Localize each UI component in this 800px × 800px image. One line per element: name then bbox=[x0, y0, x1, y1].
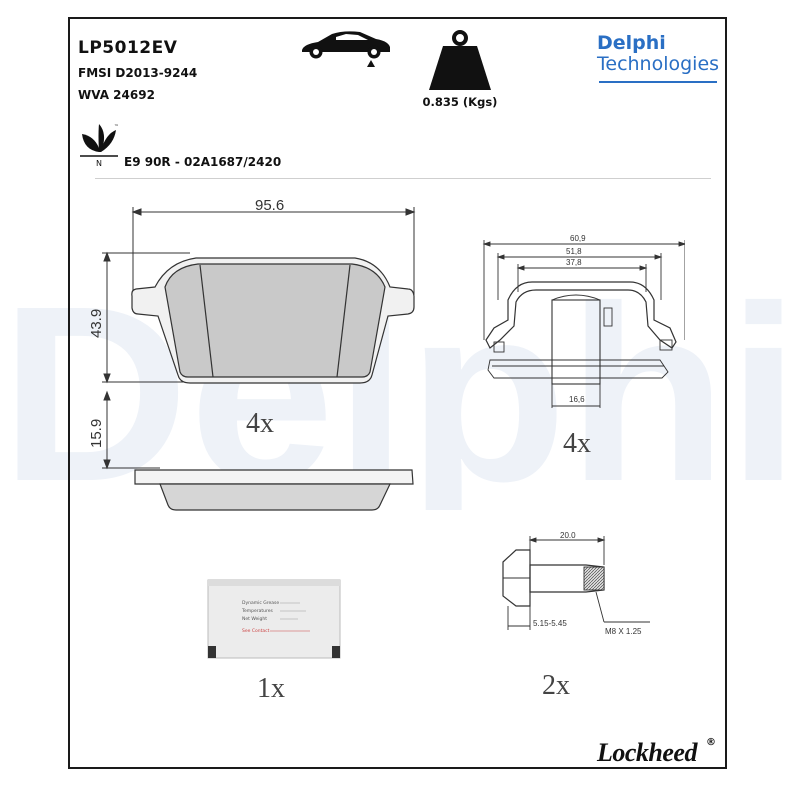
clip-dim-bottom: 16,6 bbox=[569, 395, 585, 404]
grease-sachet-image: Dynamic Grease Temperatures Net Weight S… bbox=[207, 579, 341, 659]
pad-height-label: 43.9 bbox=[88, 309, 105, 338]
pad-quantity: 4x bbox=[246, 408, 274, 439]
bolt-quantity: 2x bbox=[542, 670, 570, 701]
bolt-thread-label: M8 X 1.25 bbox=[605, 627, 642, 636]
clip-quantity: 4x bbox=[563, 428, 591, 459]
delphi-logo-line2: Technologies bbox=[597, 53, 720, 75]
clip-dim-outer: 60,9 bbox=[570, 234, 586, 243]
clip-drawing: 60,9 51,8 37,8 16,6 bbox=[482, 234, 685, 408]
sachet-line-3: Net Weight bbox=[242, 616, 267, 622]
svg-text:N: N bbox=[96, 159, 102, 168]
lockheed-logo: Lockheed bbox=[597, 738, 697, 767]
car-icon bbox=[302, 31, 390, 67]
svg-text:™: ™ bbox=[114, 124, 119, 130]
bolt-head-label: 5.15-5.45 bbox=[533, 619, 567, 628]
registered-mark: ® bbox=[706, 737, 716, 748]
clip-dim-inner: 37,8 bbox=[566, 258, 582, 267]
logo-underline bbox=[599, 81, 717, 83]
datasheet-frame bbox=[68, 17, 727, 769]
weight-value: 0.835 (Kgs) bbox=[422, 95, 498, 109]
part-number: LP5012EV bbox=[78, 38, 178, 58]
grease-quantity: 1x bbox=[257, 673, 285, 704]
delphi-logo-line1: Delphi bbox=[597, 32, 666, 54]
bolt-drawing: 20.0 5.15-5.45 M8 X 1.25 bbox=[502, 531, 650, 636]
sachet-line-1: Dynamic Grease bbox=[242, 600, 279, 606]
header-divider bbox=[95, 178, 711, 179]
brake-pad-drawing: 95.6 43.9 15.9 bbox=[88, 197, 416, 511]
fmsi-code: FMSI D2013-9244 bbox=[78, 66, 198, 80]
sachet-line-4: See Contact bbox=[242, 628, 270, 634]
wva-code: WVA 24692 bbox=[78, 88, 155, 102]
bolt-length-label: 20.0 bbox=[560, 531, 576, 540]
weight-icon bbox=[429, 30, 491, 90]
pad-thickness-label: 15.9 bbox=[88, 419, 105, 448]
pad-width-label: 95.6 bbox=[255, 197, 284, 214]
certification-code: E9 90R - 02A1687/2420 bbox=[124, 155, 282, 169]
clip-dim-mid: 51,8 bbox=[566, 247, 582, 256]
eco-leaf-icon: N ™ bbox=[80, 124, 119, 168]
sachet-line-2: Temperatures bbox=[241, 608, 274, 614]
